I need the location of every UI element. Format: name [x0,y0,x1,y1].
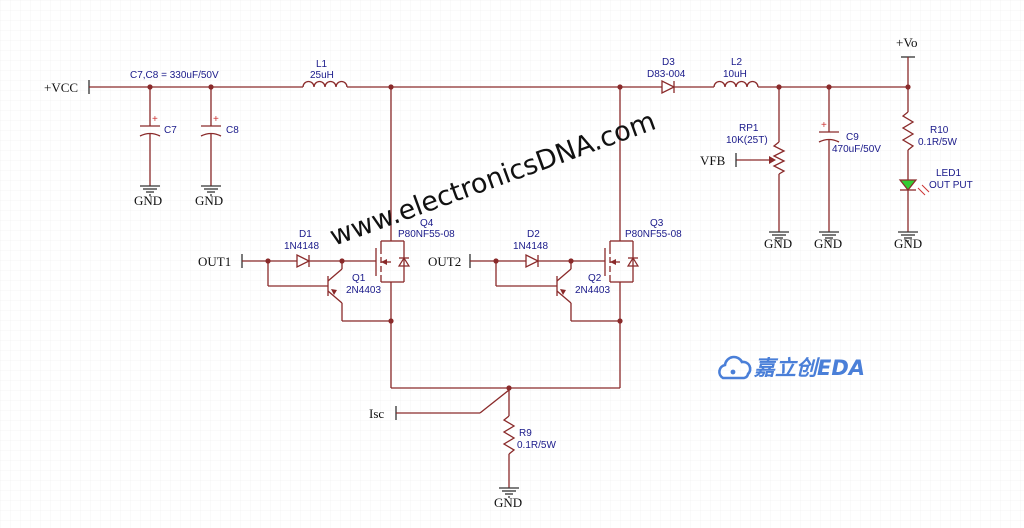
c9-value: 470uF/50V [832,144,881,155]
q2-ref: Q2 [588,273,602,284]
gnd-led1-label: GND [894,236,922,251]
c7-ref: C7 [164,125,177,136]
l2-value: 10uH [723,69,747,80]
c9-ref: C9 [846,132,859,143]
inductor-l2: L2 10uH [713,57,759,88]
d2-value: 1N4148 [513,241,548,252]
gnd-c9-label: GND [814,236,842,251]
q1-value: 2N4403 [346,285,381,296]
gnd-c7: GND [134,185,162,208]
eda-logo-text: 嘉立创EDA [753,356,865,380]
d1-ref: D1 [299,229,312,240]
q1-ref: Q1 [352,273,366,284]
q3-ref: Q3 [650,218,664,229]
vcc-label: +VCC [44,80,78,95]
transistor-q2: Q2 2N4403 [556,261,610,321]
q4-value: P80NF55-08 [398,229,455,240]
capacitor-c8: + C8 [200,87,239,186]
c7c8-note: C7,C8 = 330uF/50V [130,70,219,81]
isc-label: Isc [369,406,384,421]
gnd-c9: GND [814,231,842,251]
isc-port: Isc [369,389,510,421]
gnd-r9-label: GND [494,495,522,510]
cloud-icon [718,355,752,380]
gnd-led1: GND [894,231,922,251]
gnd-rp1-label: GND [764,236,792,251]
d1-value: 1N4148 [284,241,319,252]
mosfet-q3: Q3 P80NF55-08 [604,218,682,283]
transistor-q1: Q1 2N4403 [327,261,381,321]
c9-plus: + [821,120,827,131]
c7-plus: + [152,114,158,125]
gnd-rp1: GND [764,231,792,251]
gnd-c8-label: GND [195,193,223,208]
d3-ref: D3 [662,57,675,68]
l1-ref: L1 [316,59,328,70]
q2-value: 2N4403 [575,285,610,296]
l1-value: 25uH [310,70,334,81]
vfb-label: VFB [700,153,726,168]
c8-ref: C8 [226,125,239,136]
resistor-r10: R10 0.1R/5W [901,111,957,180]
vo-label: +Vo [896,35,918,50]
eda-logo: 嘉立创EDA [718,355,865,380]
inductor-l1: L1 25uH [302,59,348,88]
l2-ref: L2 [731,57,743,68]
vfb-port: VFB [700,153,737,168]
led-led1: LED1 OUT PUT [898,168,973,232]
resistor-r9: R9 0.1R/5W [502,415,556,488]
led1-ref: LED1 [936,168,961,179]
out2-label: OUT2 [428,254,461,269]
vo-port: +Vo [896,35,918,87]
gnd-r9: GND [494,487,522,510]
gnd-c8: GND [195,185,223,208]
rp1-ref: RP1 [739,123,759,134]
r9-ref: R9 [519,428,532,439]
capacitor-c9: + C9 470uF/50V [818,87,881,232]
r10-value: 0.1R/5W [918,137,957,148]
capacitor-c7: + C7 [139,87,177,186]
gnd-c7-label: GND [134,193,162,208]
rp1-value: 10K(25T) [726,135,768,146]
out1-label: OUT1 [198,254,231,269]
mosfet-q4: Q4 P80NF55-08 [375,218,455,283]
d3-value: D83-004 [647,69,686,80]
q4-ref: Q4 [420,218,434,229]
junction-dots [147,84,911,391]
r10-ref: R10 [930,125,949,136]
q3-value: P80NF55-08 [625,229,682,240]
vcc-port: +VCC [44,80,150,95]
c8-plus: + [213,114,219,125]
d2-ref: D2 [527,229,540,240]
led1-value: OUT PUT [929,180,973,191]
r9-value: 0.1R/5W [517,440,556,451]
potentiometer-rp1: RP1 10K(25T) [726,123,786,232]
